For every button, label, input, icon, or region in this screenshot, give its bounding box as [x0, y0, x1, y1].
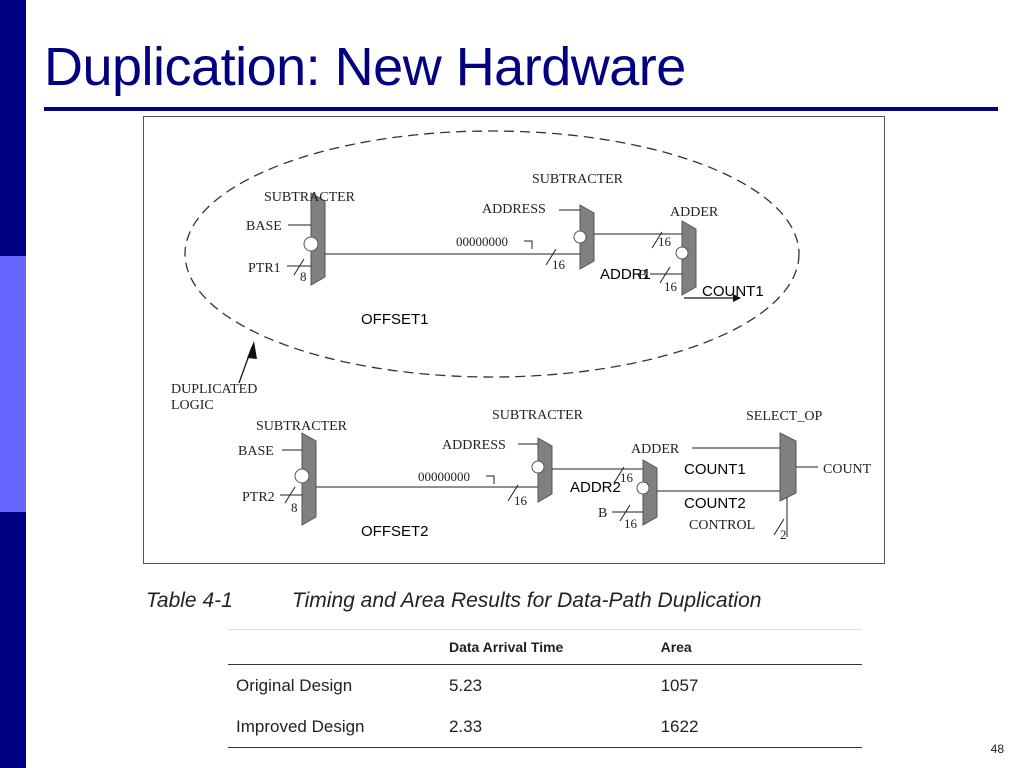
top-count-overlay: COUNT1 — [702, 283, 764, 300]
table-caption: Table 4-1 Timing and Area Results for Dat… — [146, 589, 761, 613]
duplicated-logic-arrowhead — [247, 341, 257, 359]
bottom-zeros-label: 00000000 — [418, 469, 470, 484]
bottom-subtracter-1: SUBTRACTER BASE PTR2 8 — [238, 419, 348, 526]
bottom-b-width: 16 — [624, 516, 638, 531]
bottom-select-op-label: SELECT_OP — [746, 409, 822, 424]
bottom-address-label: ADDRESS — [442, 438, 506, 453]
hardware-diagram: SUBTRACTER BASE PTR1 8 SUBTRACTER ADDRES… — [143, 116, 885, 564]
top-subtracter-2: SUBTRACTER ADDRESS 00000000 16 — [456, 172, 624, 272]
duplicated-logic-outline — [184, 130, 800, 378]
page-number: 48 — [990, 742, 1004, 756]
bottom-ptr-label: PTR2 — [242, 490, 275, 505]
top-b-width: 16 — [664, 279, 678, 294]
top-base-label: BASE — [246, 219, 282, 234]
top-ptr-width: 8 — [300, 269, 307, 284]
bottom-subtracter-1-label: SUBTRACTER — [256, 419, 348, 434]
bottom-count2-overlay: COUNT2 — [684, 495, 746, 512]
table-row: Original Design 5.23 1057 — [228, 665, 862, 707]
table-cell: 1057 — [660, 675, 699, 695]
title-underline — [44, 107, 998, 111]
top-adder: ADDER 16 B 16 — [638, 205, 719, 296]
bottom-subtracter-2-label: SUBTRACTER — [492, 408, 584, 423]
bottom-base-label: BASE — [238, 444, 274, 459]
bottom-control-width: 2 — [780, 527, 787, 542]
sidebar-light-middle — [0, 256, 26, 512]
table-cell: Original Design — [236, 675, 353, 695]
bottom-ptr-width: 8 — [291, 500, 298, 515]
bottom-addr-overlay: ADDR2 — [570, 479, 621, 496]
sidebar-dark-bottom — [0, 512, 26, 768]
table-cell: 5.23 — [448, 675, 483, 695]
top-addr-overlay: ADDR1 — [600, 266, 651, 283]
table-header-cell — [228, 629, 441, 665]
top-ptr-label: PTR1 — [248, 261, 281, 276]
bottom-adder: ADDER 16 B 16 — [598, 442, 680, 531]
table-cell: Improved Design — [228, 706, 441, 748]
table-caption-title: Timing and Area Results for Data-Path Du… — [292, 589, 762, 612]
results-table: Data Arrival Time Area Original Design 5… — [228, 629, 862, 748]
bottom-adder-label: ADDER — [631, 442, 680, 457]
table-cell: 2.33 — [440, 706, 653, 748]
top-offset-overlay: OFFSET1 — [361, 311, 429, 328]
bottom-offset-overlay: OFFSET2 — [361, 523, 429, 540]
top-adder-label: ADDER — [670, 205, 719, 220]
table-caption-number: Table 4-1 — [146, 589, 233, 612]
top-subtracter-1: SUBTRACTER BASE PTR1 8 — [246, 190, 356, 286]
bottom-subtracter-2: SUBTRACTER ADDRESS 00000000 16 — [418, 408, 584, 508]
table-header-cell: Area — [652, 629, 862, 665]
top-zeros-label: 00000000 — [456, 234, 508, 249]
top-addr-width: 16 — [552, 257, 566, 272]
sidebar-dark-top — [0, 0, 26, 256]
table-header-row: Data Arrival Time Area — [228, 629, 862, 665]
duplicated-logic-label-line2: LOGIC — [171, 398, 214, 413]
top-address-label: ADDRESS — [482, 202, 546, 217]
top-b-label: B — [638, 268, 647, 283]
top-subtracter-1-label: SUBTRACTER — [264, 190, 356, 205]
hardware-diagram-svg: SUBTRACTER BASE PTR1 8 SUBTRACTER ADDRES… — [171, 130, 872, 542]
bottom-control-label: CONTROL — [689, 518, 755, 533]
bottom-count-label: COUNT — [823, 462, 872, 477]
bottom-select-op: SELECT_OP COUNT CONTROL 2 — [689, 409, 872, 542]
table-cell: 1622 — [652, 706, 862, 748]
bottom-count1-overlay: COUNT1 — [684, 461, 746, 478]
table-header-cell: Data Arrival Time — [440, 629, 653, 665]
duplicated-logic-label-line1: DUPLICATED — [171, 382, 257, 397]
top-subtracter-2-label: SUBTRACTER — [532, 172, 624, 187]
bottom-adder-in-width: 16 — [620, 470, 634, 485]
table-row: Improved Design 2.33 1622 — [228, 706, 862, 748]
bottom-addr-width: 16 — [514, 493, 528, 508]
slide-title: Duplication: New Hardware — [44, 37, 686, 97]
top-adder-in-width: 16 — [658, 234, 672, 249]
bottom-b-label: B — [598, 506, 607, 521]
